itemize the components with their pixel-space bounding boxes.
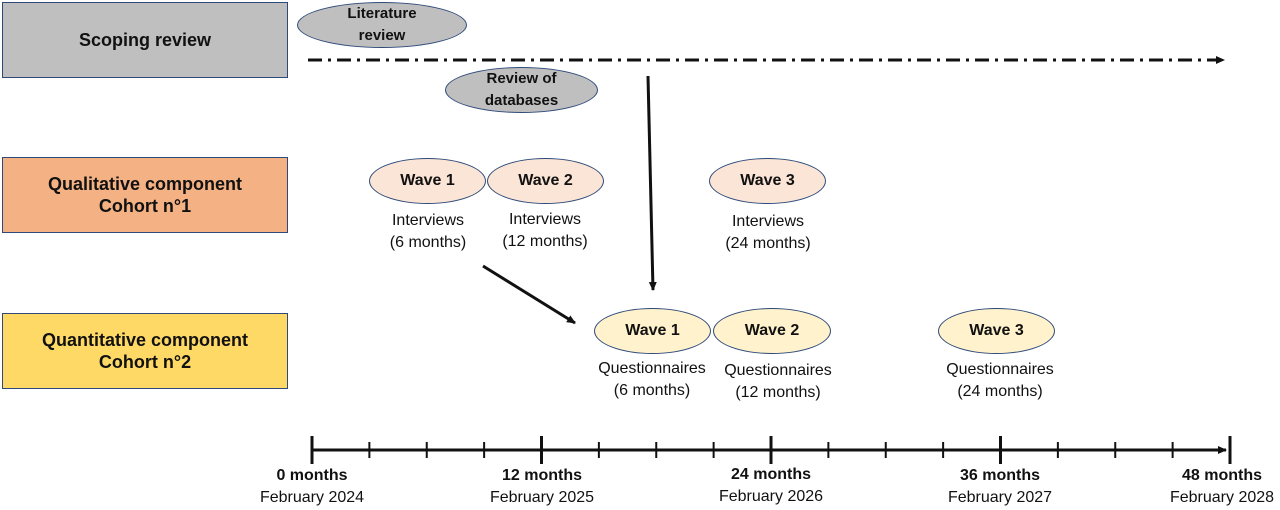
review-of-databases-oval: Review of databases: [445, 67, 598, 113]
quantitative-wave-3-desc: Questionnaires (24 months): [946, 359, 1054, 403]
timeline-date-36: February 2027: [947, 489, 1053, 506]
literature-review-oval: Literature review: [297, 2, 467, 48]
timeline-label-0: 0 months February 2024: [260, 465, 364, 509]
qualitative-wave-1-desc: Interviews (6 months): [390, 210, 466, 254]
qualitative-wave-2-label: Wave 2: [518, 172, 573, 189]
timeline-label-48: 48 months February 2028: [1170, 465, 1274, 509]
timeline-date-24: February 2026: [718, 488, 824, 505]
quantitative-wave-2-oval: Wave 2: [713, 308, 831, 354]
qualitative-wave-3-period: (24 months): [725, 235, 811, 252]
qualitative-wave-3-desc: Interviews (24 months): [725, 211, 810, 255]
quantitative-wave-1-period: (6 months): [613, 382, 691, 399]
quantitative-wave-2-label: Wave 2: [744, 322, 800, 339]
review-of-databases-line2: databases: [484, 92, 559, 109]
quantitative-wave-1-desc: Questionnaires (6 months): [598, 358, 706, 402]
quantitative-component-box: Quantitative component Cohort n°2: [2, 313, 288, 389]
timeline-label-36: 36 months February 2027: [948, 465, 1052, 509]
timeline-label-12: 12 months February 2025: [490, 465, 594, 509]
quantitative-wave-2-period: (12 months): [735, 384, 821, 401]
qualitative-cohort-label: Cohort n°1: [98, 196, 192, 216]
qualitative-wave-3-type: Interviews: [731, 213, 805, 230]
qualitative-wave-1-label: Wave 1: [400, 172, 455, 189]
quantitative-wave-3-type: Questionnaires: [946, 361, 1054, 378]
qualitative-wave-2-period: (12 months): [502, 233, 588, 250]
literature-review-line2: review: [358, 27, 406, 44]
quantitative-wave-2-desc: Questionnaires (12 months): [724, 360, 832, 404]
timeline-months-24: 24 months: [730, 466, 811, 483]
timeline-axis: [310, 436, 1232, 464]
qualitative-component-box: Qualitative component Cohort n°1: [2, 157, 288, 233]
quantitative-wave-3-oval: Wave 3: [938, 308, 1055, 354]
qualitative-wave-1-period: (6 months): [389, 234, 467, 251]
databases-to-quant-arrow: [646, 75, 657, 291]
timeline-label-24: 24 months February 2026: [719, 464, 823, 508]
quantitative-component-label: Quantitative component: [41, 330, 248, 350]
scoping-review-box: Scoping review: [2, 2, 288, 78]
qualitative-wave-2-oval: Wave 2: [487, 158, 604, 204]
timeline-date-48: February 2028: [1169, 489, 1275, 506]
quantitative-wave-2-type: Questionnaires: [724, 362, 832, 379]
timeline-months-0: 0 months: [276, 467, 348, 484]
qualitative-wave-2-desc: Interviews (12 months): [502, 209, 587, 253]
qual-to-quant-arrow: [482, 264, 576, 325]
qualitative-wave-1-type: Interviews: [391, 212, 465, 229]
timeline-months-12: 12 months: [501, 467, 582, 484]
quantitative-wave-1-type: Questionnaires: [598, 360, 706, 377]
timeline-months-36: 36 months: [959, 467, 1040, 484]
qualitative-wave-1-oval: Wave 1: [369, 158, 486, 204]
quantitative-cohort-label: Cohort n°2: [98, 352, 192, 372]
quantitative-wave-1-label: Wave 1: [625, 322, 680, 339]
literature-review-line1: Literature: [347, 5, 417, 22]
quantitative-wave-1-oval: Wave 1: [594, 308, 711, 354]
qualitative-component-label: Qualitative component: [47, 174, 243, 194]
timeline-date-12: February 2025: [489, 489, 595, 506]
scoping-review-label: Scoping review: [78, 30, 212, 50]
quantitative-wave-3-label: Wave 3: [969, 322, 1024, 339]
review-of-databases-line1: Review of: [486, 70, 557, 87]
timeline-months-48: 48 months: [1181, 467, 1262, 484]
quantitative-wave-3-period: (24 months): [957, 383, 1043, 400]
timeline-date-0: February 2024: [259, 489, 365, 506]
qualitative-wave-3-oval: Wave 3: [709, 158, 826, 204]
qualitative-wave-3-label: Wave 3: [740, 172, 795, 189]
qualitative-wave-2-type: Interviews: [508, 211, 582, 228]
